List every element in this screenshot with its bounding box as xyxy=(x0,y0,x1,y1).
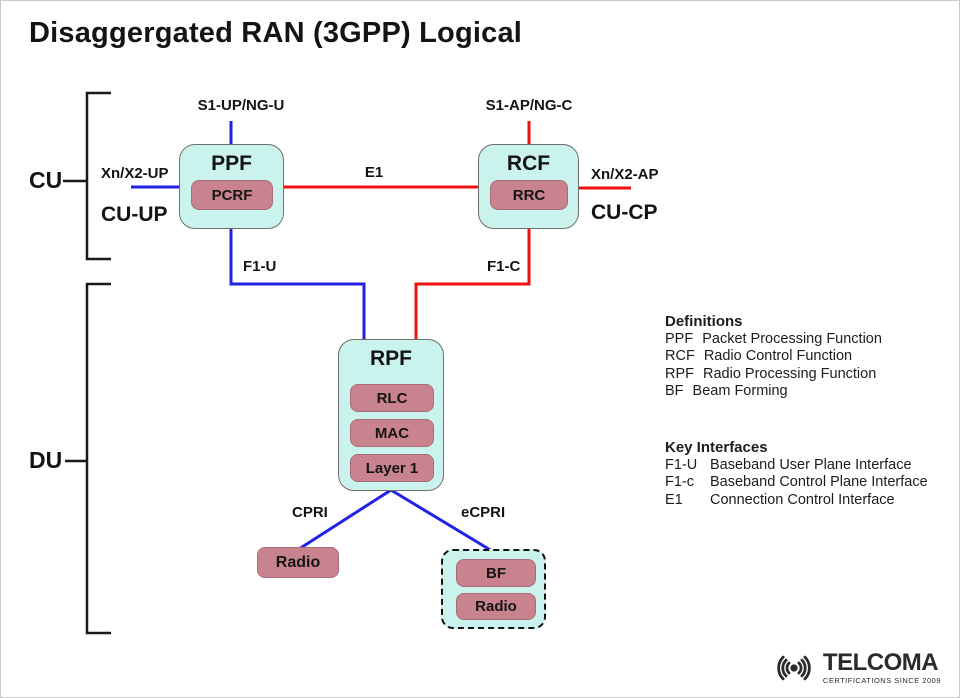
key-interface-abbr: F1-U xyxy=(665,456,698,473)
wire-f1-u xyxy=(229,228,366,340)
node-rpf: RPF RLC MAC Layer 1 xyxy=(338,339,444,491)
node-bf-radio: BF Radio xyxy=(441,549,546,629)
key-interface-item: F1-c Baseband Control Plane Interface xyxy=(665,474,928,492)
node-rcf-title: RCF xyxy=(506,152,551,175)
chip-bf-radio: Radio xyxy=(456,593,536,620)
definition-item: RCF Radio Control Function xyxy=(665,348,882,366)
node-rcf: RCF RRC xyxy=(478,144,579,229)
label-s1-ap-ng-c: S1-AP/NG-C xyxy=(485,97,573,114)
label-ecpri: eCPRI xyxy=(461,504,506,521)
logo-tagline: CERTIFICATIONS SINCE 2009 xyxy=(822,676,941,685)
definition-item: BF Beam Forming xyxy=(665,383,882,401)
chip-bf: BF xyxy=(456,559,536,587)
key-interfaces-heading: Key Interfaces xyxy=(665,439,768,456)
chip-mac: MAC xyxy=(350,419,434,447)
definition-desc: Radio Control Function xyxy=(703,348,853,365)
chip-radio: Radio xyxy=(257,547,339,578)
chip-pcrf: PCRF xyxy=(191,180,273,210)
wire-ecpri xyxy=(390,488,493,553)
definition-desc: Packet Processing Function xyxy=(702,330,882,347)
group-label-cu: CU xyxy=(29,167,63,193)
definition-desc: Beam Forming xyxy=(692,383,788,400)
key-interface-abbr: E1 xyxy=(665,491,683,508)
label-cu-cp: CU-CP xyxy=(591,201,658,224)
label-e1: E1 xyxy=(364,164,384,181)
definitions-block: Definitions PPF Packet Processing Functi… xyxy=(665,313,882,401)
page-title: Disaggergated RAN (3GPP) Logical xyxy=(29,17,523,49)
key-interface-item: F1-U Baseband User Plane Interface xyxy=(665,457,928,475)
logo-text: TELCOMA CERTIFICATIONS SINCE 2009 xyxy=(822,649,941,686)
node-ppf: PPF PCRF xyxy=(179,144,284,229)
chip-layer1: Layer 1 xyxy=(350,454,434,482)
radio-signal-icon xyxy=(777,655,811,681)
logo-name: TELCOMA xyxy=(822,649,939,676)
label-xn-x2-up: Xn/X2-UP xyxy=(101,165,169,182)
chip-rrc: RRC xyxy=(490,180,568,210)
node-ppf-title: PPF xyxy=(211,152,252,175)
definitions-heading: Definitions xyxy=(665,313,743,330)
key-interface-desc: Connection Control Interface xyxy=(710,491,895,508)
definition-item: PPF Packet Processing Function xyxy=(665,331,882,349)
definition-abbr: RCF xyxy=(665,348,695,365)
label-f1-u: F1-U xyxy=(243,258,277,275)
node-rpf-title: RPF xyxy=(370,347,412,370)
definition-desc: Radio Processing Function xyxy=(703,365,877,382)
chip-rlc: RLC xyxy=(350,384,434,412)
wire-cpri xyxy=(298,488,392,551)
key-interfaces-block: Key Interfaces F1-U Baseband User Plane … xyxy=(665,439,928,509)
du-bracket xyxy=(85,282,111,635)
definition-item: RPF Radio Processing Function xyxy=(665,366,882,384)
label-f1-c: F1-C xyxy=(487,258,521,275)
group-label-du: DU xyxy=(29,447,63,473)
key-interface-item: E1 Connection Control Interface xyxy=(665,492,928,510)
key-interface-desc: Baseband Control Plane Interface xyxy=(710,474,928,491)
definition-abbr: RPF xyxy=(665,365,694,382)
cu-bracket xyxy=(85,91,111,261)
key-interface-desc: Baseband User Plane Interface xyxy=(710,456,912,473)
definition-abbr: BF xyxy=(665,383,684,400)
definition-abbr: PPF xyxy=(665,330,694,347)
key-interface-abbr: F1-c xyxy=(665,474,694,491)
wire-f1-c xyxy=(414,228,531,340)
label-cu-up: CU-UP xyxy=(101,203,168,226)
label-s1-up-ng-u: S1-UP/NG-U xyxy=(197,97,285,114)
label-cpri: CPRI xyxy=(292,504,328,521)
telcoma-logo: TELCOMA CERTIFICATIONS SINCE 2009 xyxy=(765,647,941,689)
label-xn-x2-ap: Xn/X2-AP xyxy=(591,166,659,183)
